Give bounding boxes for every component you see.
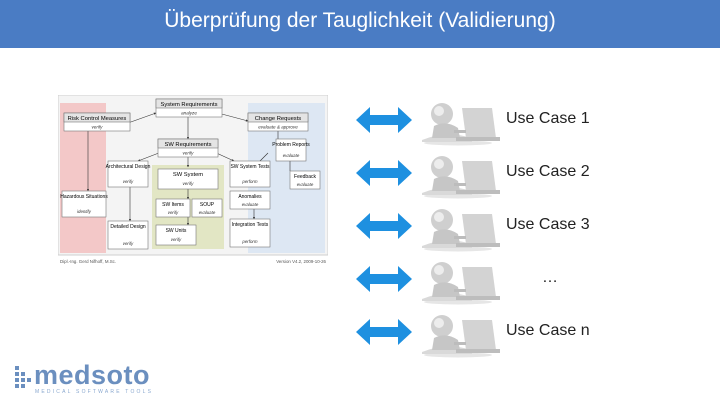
box-sub: verify xyxy=(168,210,179,215)
person-laptop-icon xyxy=(422,103,500,146)
double-arrow-icon xyxy=(356,213,412,239)
box-architectural-design: Architectural Design verify xyxy=(106,160,151,188)
double-arrow-icon xyxy=(356,319,412,345)
double-arrow-icon xyxy=(356,266,412,292)
box-sub: perform xyxy=(241,239,257,244)
box-sw-system-tests: SW System Tests perform xyxy=(229,160,271,188)
process-diagram: System Requirements analyze Risk Control… xyxy=(58,95,328,264)
box-sw-items: SW Items verify xyxy=(155,198,191,218)
logo-mark-icon xyxy=(15,366,31,388)
box-feedback: Feedback evaluate xyxy=(289,170,321,190)
box-sw-requirements: SW Requirements verify xyxy=(157,138,219,158)
person-laptop-icon xyxy=(422,156,500,199)
diagram-footer-right: Version V4.2, 2009-10-26 xyxy=(276,259,326,264)
box-sub: verify xyxy=(92,125,104,130)
box-sub: perform xyxy=(241,179,257,184)
box-label: SOUP xyxy=(200,202,215,208)
box-sub: evaluate xyxy=(199,210,216,215)
box-sw-units: SW Units verify xyxy=(155,224,197,246)
use-case-label: Use Case 2 xyxy=(506,163,590,180)
box-sub: evaluate & approve xyxy=(258,125,298,130)
box-risk-control: Risk Control Measures verify xyxy=(63,112,131,132)
title-bar xyxy=(0,0,720,48)
box-sub: evaluate xyxy=(297,182,314,187)
box-label: Feedback xyxy=(294,174,316,180)
medsoto-logo: medsoto MEDICAL SOFTWARE TOOLS xyxy=(12,360,172,398)
box-sub: analyze xyxy=(181,111,197,116)
box-anomalies: Anomalies evaluate xyxy=(229,190,271,210)
person-laptop-icon xyxy=(422,209,500,252)
box-sys-req: System Requirements analyze xyxy=(155,98,223,118)
person-laptop-icon xyxy=(422,262,500,305)
box-label: Anomalies xyxy=(238,194,262,200)
box-soup: SOUP evaluate xyxy=(191,198,223,218)
box-label: SW Requirements xyxy=(164,142,211,148)
box-change-requests: Change Requests evaluate & approve xyxy=(247,112,309,132)
double-arrow-icon xyxy=(356,160,412,186)
box-sub: evaluate xyxy=(283,153,300,158)
person-laptop-icon xyxy=(422,315,500,358)
slide-title: Überprüfung der Tauglichkeit (Validierun… xyxy=(164,9,556,32)
box-label: Architectural Design xyxy=(106,164,151,170)
box-sub: identify xyxy=(77,209,92,214)
diagram-footer-left: Dipl.-Ing. Gerd Nifhoff, M.Sc. xyxy=(60,259,116,264)
box-sub: verify xyxy=(171,237,182,242)
box-label: Problem Reports xyxy=(272,142,310,148)
use-case-row: Use Case 2 xyxy=(356,153,696,199)
box-sub: verify xyxy=(123,241,134,246)
logo-subtitle: MEDICAL SOFTWARE TOOLS xyxy=(35,389,154,395)
box-label: Integration Tests xyxy=(232,222,269,228)
box-label: System Requirements xyxy=(160,102,217,108)
box-label: Change Requests xyxy=(255,116,302,122)
use-case-label: Use Case n xyxy=(506,322,590,339)
use-case-row: Use Case n xyxy=(356,312,696,358)
box-problem-reports: Problem Reports evaluate xyxy=(272,138,310,162)
box-sub: verify xyxy=(183,181,195,186)
box-sub: verify xyxy=(183,151,195,156)
box-sw-system: SW System verify xyxy=(157,168,219,190)
box-label: SW Items xyxy=(162,202,184,208)
box-hazardous-situations: Hazardous Situations identify xyxy=(60,190,108,218)
use-case-label: Use Case 3 xyxy=(506,216,590,233)
use-case-row: … xyxy=(356,259,696,305)
box-label: SW System Tests xyxy=(230,164,270,170)
box-label: Detailed Design xyxy=(110,224,146,230)
use-case-label: Use Case 1 xyxy=(506,110,590,127)
box-label: SW System xyxy=(173,172,203,178)
box-sub: evaluate xyxy=(242,202,259,207)
use-case-row: Use Case 1 xyxy=(356,100,696,146)
logo-text: medsoto xyxy=(34,360,151,390)
box-detailed-design: Detailed Design verify xyxy=(107,220,149,250)
double-arrow-icon xyxy=(356,107,412,133)
box-label: SW Units xyxy=(166,228,187,234)
box-label: Hazardous Situations xyxy=(60,194,108,200)
use-case-label: … xyxy=(542,269,558,286)
box-integration-tests: Integration Tests perform xyxy=(229,218,271,248)
use-case-row: Use Case 3 xyxy=(356,206,696,252)
box-sub: verify xyxy=(123,179,134,184)
box-label: Risk Control Measures xyxy=(68,116,127,122)
